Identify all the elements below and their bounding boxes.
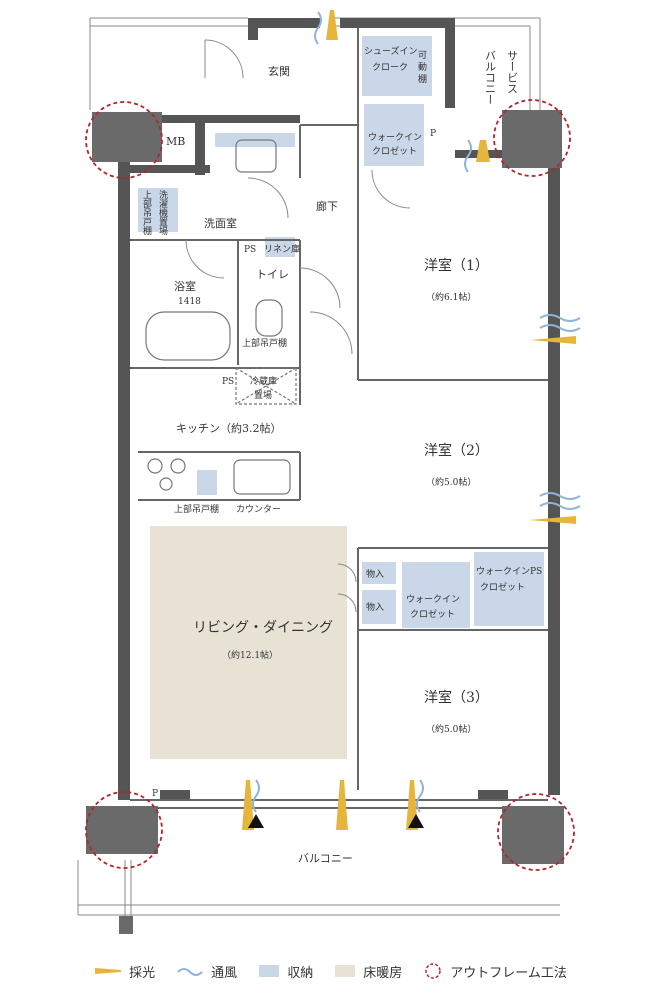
label-shoe-closet-1: シューズイン [364, 45, 418, 57]
legend-outframe: アウトフレーム工法 [424, 962, 567, 981]
label-fridge-1: 冷蔵庫 [250, 375, 277, 387]
pillar-ne [502, 110, 562, 168]
legend-light-label: 採光 [129, 965, 156, 981]
wic1-fill [364, 104, 424, 166]
outframe-circle-icon [425, 963, 441, 979]
label-room3-size: （約5.0帖） [426, 723, 476, 735]
label-hallway: 廊下 [316, 199, 338, 213]
kitchen-shelf-fill [197, 470, 217, 495]
label-wic3-2: クロゼット [480, 581, 525, 593]
storage-areas [138, 36, 544, 628]
pillar-nw [92, 112, 162, 162]
storage-swatch-icon [259, 965, 280, 977]
label-washroom: 洗面室 [204, 216, 237, 230]
label-room2-size: （約5.0帖） [426, 476, 476, 488]
label-ps1: PS [244, 245, 256, 255]
label-living-size: （約12.1帖） [222, 649, 278, 661]
label-living: リビング・ダイニング [193, 620, 333, 636]
label-bath: 浴室 [174, 279, 196, 293]
legend-floor-heating-label: 床暖房 [363, 965, 403, 981]
wind-markers [252, 11, 581, 813]
label-balcony: バルコニー [298, 852, 353, 865]
label-movable-shelf-3: 棚 [418, 73, 427, 85]
fixtures [145, 139, 297, 495]
label-movable-shelf-2: 動 [418, 62, 427, 73]
label-ps3: PS [530, 567, 542, 577]
storage2-fill [362, 590, 396, 624]
label-room1: 洋室（1） [424, 257, 489, 274]
wash-basin [235, 139, 277, 173]
kitchen-sink [233, 459, 291, 495]
label-wic3-1: ウォークイン [476, 566, 530, 577]
bathtub [145, 311, 231, 361]
label-upper-shelf-3: 上部吊戸棚 [174, 503, 219, 515]
legend-wind-label: 通風 [211, 965, 238, 981]
linen-fill [265, 237, 295, 257]
label-upper-shelf-2: 上部吊戸棚 [242, 337, 287, 349]
label-room3: 洋室（3） [424, 689, 489, 706]
label-p2: P [152, 789, 158, 799]
label-storage2: 物入 [366, 601, 384, 613]
label-room1-size: （約6.1帖） [426, 291, 476, 303]
wind-icon [177, 968, 203, 976]
label-mb: MB [166, 135, 185, 148]
pillar-sw [86, 806, 158, 854]
label-movable-shelf-1: 可 [418, 50, 427, 61]
label-wic1-1: ウォークイン [368, 132, 422, 143]
light-icon [95, 968, 122, 974]
label-wic2-2: クロゼット [410, 608, 455, 620]
label-toilet: トイレ [256, 268, 289, 281]
floor-heating-swatch-icon [335, 965, 356, 977]
shoe-closet-fill [362, 36, 432, 96]
label-washer: 洗濯機置場 [157, 189, 168, 236]
light-markers [242, 10, 576, 830]
outframe-markers [85, 99, 575, 871]
toilet-bowl [255, 299, 283, 337]
label-room2: 洋室（2） [424, 442, 489, 459]
label-kitchen: キッチン（約3.2帖） [176, 421, 282, 435]
label-storage1: 物入 [366, 568, 384, 580]
floor-heating-area [150, 526, 347, 759]
legend-outframe-label: アウトフレーム工法 [450, 965, 567, 981]
post-sw [119, 916, 133, 934]
stove [147, 458, 186, 491]
window-arrows [248, 814, 424, 828]
door-swings [185, 39, 411, 613]
legend-floor-heating: 床暖房 [335, 962, 402, 981]
label-entrance: 玄関 [268, 64, 290, 78]
pillars [86, 110, 564, 934]
label-fridge-2: 置場 [254, 389, 272, 401]
label-bath-size: 1418 [178, 297, 201, 307]
storage1-fill [362, 562, 396, 584]
label-service-balcony-1: サービス [506, 50, 519, 94]
walls [118, 18, 560, 800]
wic3-fill [474, 552, 544, 626]
wic2-fill [402, 562, 470, 628]
label-upper-shelf-1: 上部吊戸棚 [141, 190, 152, 236]
label-shoe-closet-2: クローク [372, 62, 408, 73]
fridge-space [235, 367, 297, 405]
legend: 採光 通風 収納 床暖房 アウトフレーム工法 [0, 956, 662, 986]
floor-plan: 玄関 MB シューズイン クローク 可 動 棚 サービス バルコニー ウォークイ… [77, 10, 581, 934]
pillar-se [502, 806, 564, 864]
legend-storage: 収納 [259, 962, 313, 981]
label-ps2: PS [222, 377, 234, 387]
label-counter: カウンター [236, 504, 281, 515]
label-p1: P [430, 129, 436, 139]
legend-wind: 通風 [177, 962, 237, 981]
label-service-balcony-2: バルコニー [484, 50, 497, 105]
legend-storage-label: 収納 [287, 965, 314, 981]
upper-shelf-fill [138, 188, 178, 232]
label-wic1-2: クロゼット [372, 145, 417, 157]
label-wic2-1: ウォークイン [406, 594, 460, 605]
label-linen: リネン庫 [264, 243, 300, 255]
legend-light: 採光 [95, 962, 155, 981]
